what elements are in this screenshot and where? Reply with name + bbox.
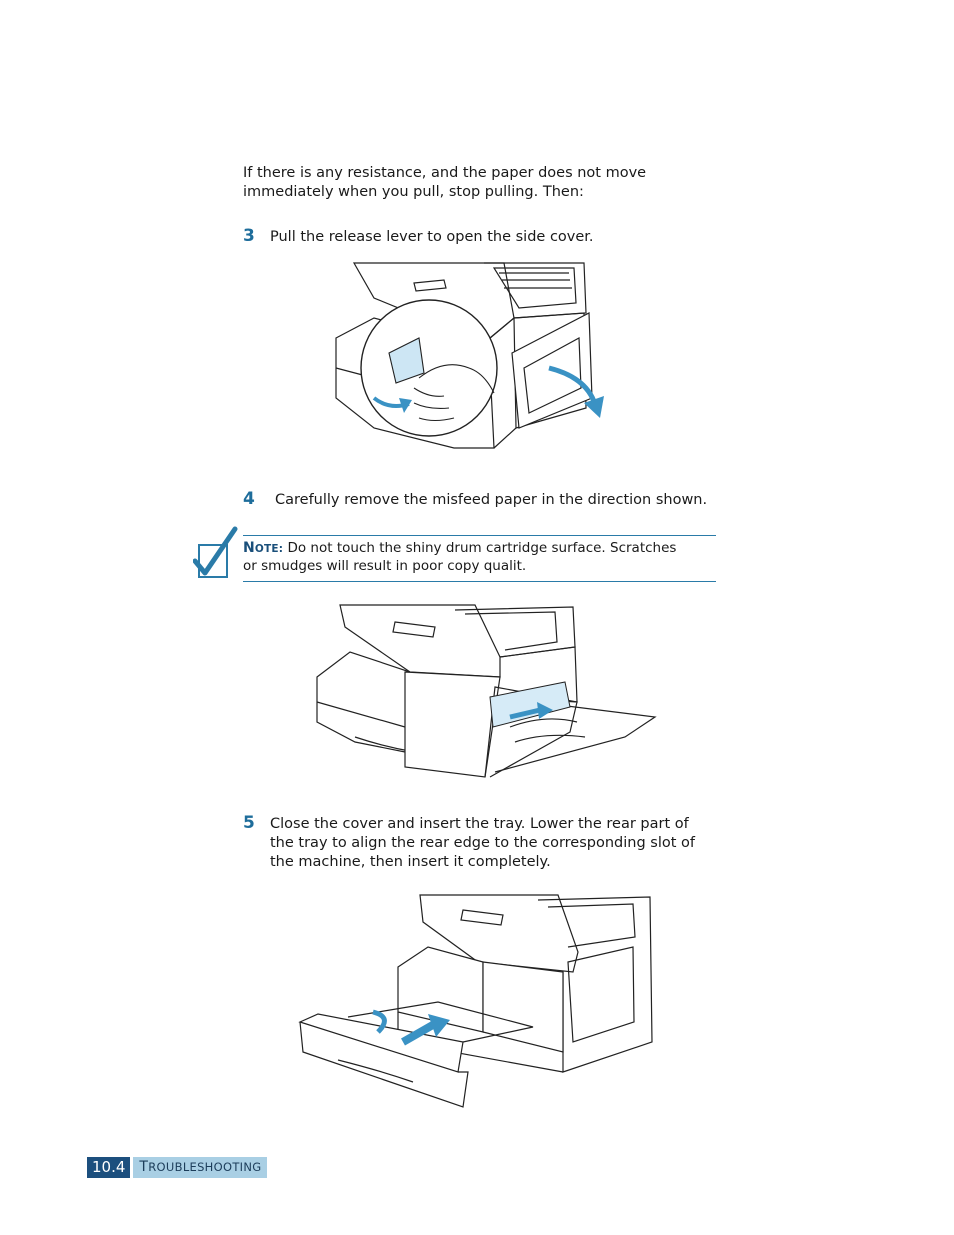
illustration-remove-paper [316,604,657,778]
section-title: TROUBLESHOOTING [133,1157,268,1178]
step-text: Carefully remove the misfeed paper in th… [275,492,708,508]
note-bottom-rule [243,581,716,582]
note-label: NOTE: [243,540,284,556]
step-text-line: Close the cover and insert the tray. Low… [270,816,689,832]
note-checkmark-icon [193,526,238,578]
section-title-cap: T [139,1159,149,1175]
step-text-line: the machine, then insert it completely. [270,854,551,870]
note-text: NOTE: Do not touch the shiny drum cartri… [243,540,716,575]
illustration-open-side-cover [335,262,604,449]
step-number: 5 [243,813,255,833]
note-label-cap: N [243,540,255,556]
page-number: 10.4 [87,1157,131,1178]
step-number: 4 [243,489,255,509]
note-line-1: Do not touch the shiny drum cartridge su… [287,540,677,556]
step-text-line: the tray to align the rear edge to the c… [270,835,695,851]
step-text: Close the cover and insert the tray. Low… [270,815,695,872]
illustration-insert-tray [298,894,653,1108]
section-title-rest: ROUBLESHOOTING [148,1160,262,1174]
intro-paragraph: If there is any resistance, and the pape… [243,164,646,202]
step-number: 3 [243,226,255,246]
step-text: Pull the release lever to open the side … [270,229,594,245]
note-label-rest: OTE: [254,543,284,555]
page-footer: 10.4 TROUBLESHOOTING [87,1157,268,1178]
note-line: NOTE: Do not touch the shiny drum cartri… [243,540,716,558]
note-line-2: or smudges will result in poor copy qual… [243,558,527,574]
intro-line: immediately when you pull, stop pulling.… [243,184,584,200]
intro-line: If there is any resistance, and the pape… [243,165,647,181]
note-top-rule [243,535,716,536]
